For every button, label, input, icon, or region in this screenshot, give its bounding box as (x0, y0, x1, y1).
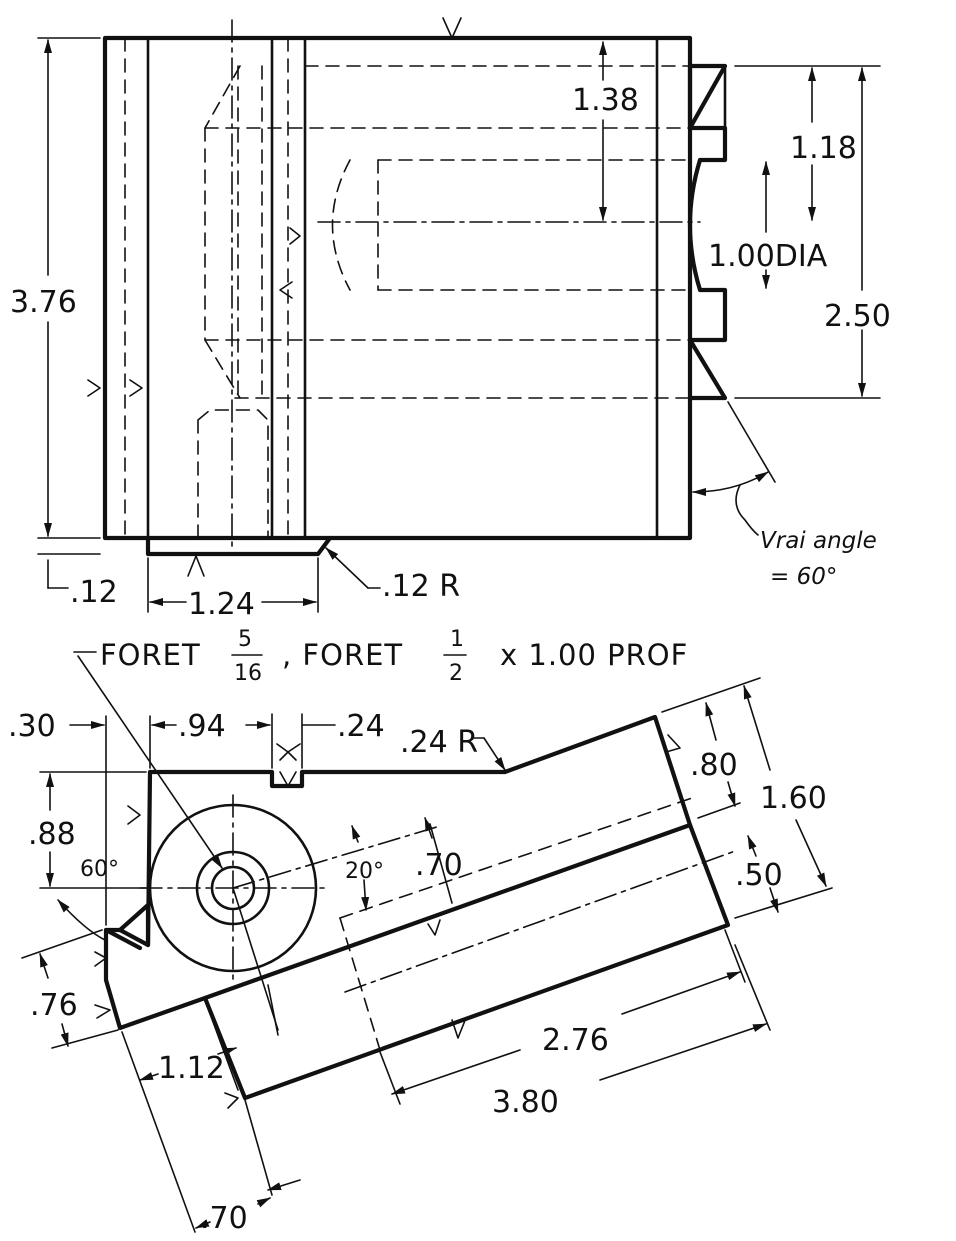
dim-88: .88 (28, 817, 76, 852)
drill-note-suffix: x 1.00 PROF (500, 638, 688, 672)
true-angle-note-line1: Vrai angle (760, 528, 877, 554)
dim-1-60: 1.60 (760, 781, 827, 816)
front-view: .30 .94 .24 .24 R .88 60° 20° .70 (8, 677, 833, 1236)
dim-30: .30 (8, 709, 56, 744)
drill-frac1-num: 5 (238, 627, 252, 652)
dim-20deg: 20° (345, 859, 384, 884)
dim-70a: .70 (415, 848, 463, 883)
drill-note-prefix: FORET (100, 638, 201, 672)
dim-3-80: 3.80 (492, 1085, 559, 1120)
front-view-lower (202, 822, 731, 1101)
dim-60deg: 60° (80, 857, 119, 882)
drill-frac2-num: 1 (450, 627, 464, 652)
dim-12: .12 (70, 575, 118, 610)
dim-1-18: 1.18 (790, 131, 857, 166)
front-view-outline (103, 714, 693, 1031)
drill-note-sep: , FORET (282, 638, 403, 672)
dim-80: .80 (690, 748, 738, 783)
dim-50: .50 (735, 858, 783, 893)
dim-1-00-dia: 1.00DIA (708, 239, 828, 274)
dovetail-profile (687, 63, 728, 401)
dim-1-38: 1.38 (572, 83, 639, 118)
dim-76: .76 (30, 988, 78, 1023)
top-view-outline (102, 35, 693, 541)
dim-24: .24 (337, 709, 385, 744)
true-angle-note-line2: = 60° (770, 564, 837, 590)
dim-2-50: 2.50 (824, 299, 891, 334)
dim-24r: .24 R (400, 725, 478, 760)
dim-3-76: 3.76 (10, 285, 77, 320)
drill-note: FORET 5 16 , FORET 1 2 x 1.00 PROF (73, 627, 688, 869)
dim-12r: .12 R (382, 569, 460, 604)
top-view: 3.76 .12 1.24 .12 R 1.38 1.18 1.00DIA (10, 17, 891, 622)
dim-94: .94 (178, 709, 226, 744)
drill-frac1-den: 16 (234, 661, 262, 686)
bottom-strip (145, 535, 333, 557)
drill-frac2-den: 2 (449, 661, 463, 686)
dim-1-24: 1.24 (188, 587, 255, 622)
dim-2-76: 2.76 (542, 1023, 609, 1058)
dim-70b: .70 (200, 1201, 248, 1236)
dim-1-12: 1.12 (158, 1051, 225, 1086)
